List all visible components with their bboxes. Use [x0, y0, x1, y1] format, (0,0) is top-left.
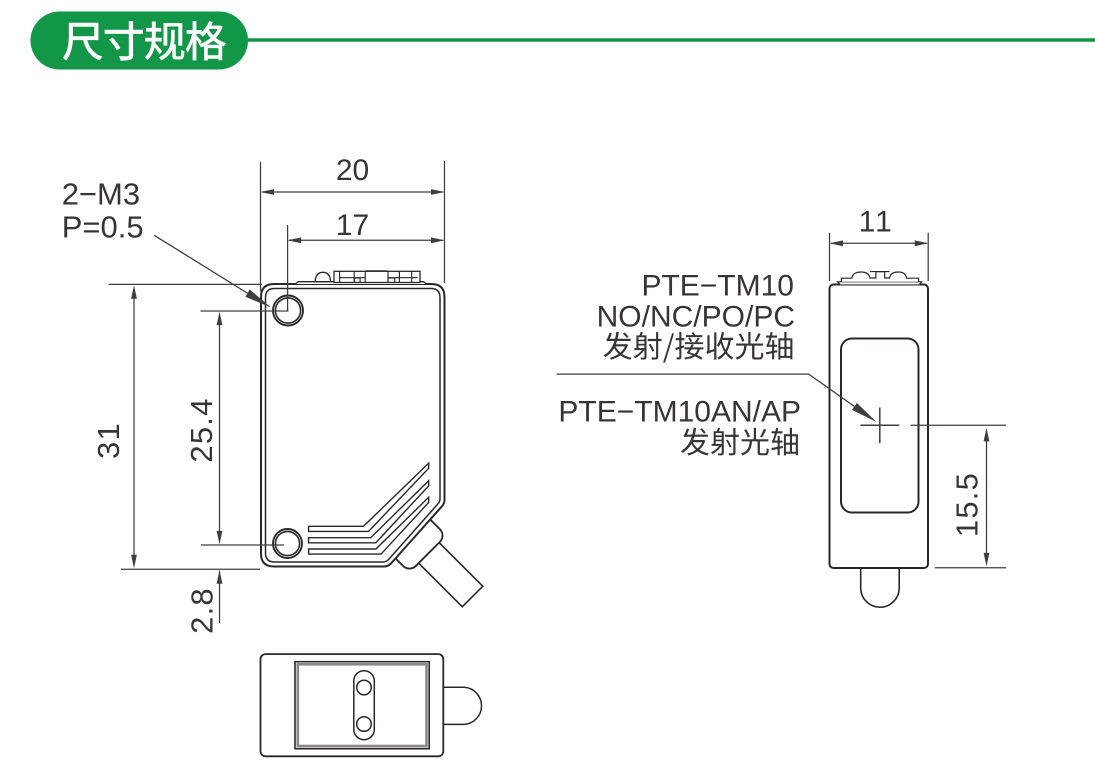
svg-text:25.4: 25.4: [184, 397, 219, 462]
svg-text:PTE−TM10: PTE−TM10: [641, 269, 794, 302]
svg-text:31: 31: [91, 422, 126, 459]
svg-text:15.5: 15.5: [950, 472, 985, 537]
svg-text:P=0.5: P=0.5: [62, 209, 144, 244]
svg-text:17: 17: [336, 209, 369, 242]
svg-text:PTE−TM10AN/AP: PTE−TM10AN/AP: [558, 395, 801, 428]
svg-text:11: 11: [859, 206, 894, 239]
svg-text:2.8: 2.8: [185, 587, 220, 634]
svg-text:NO/NC/PO/PC: NO/NC/PO/PC: [597, 301, 795, 334]
svg-text:20: 20: [336, 154, 369, 187]
svg-text:2−M3: 2−M3: [62, 176, 140, 211]
